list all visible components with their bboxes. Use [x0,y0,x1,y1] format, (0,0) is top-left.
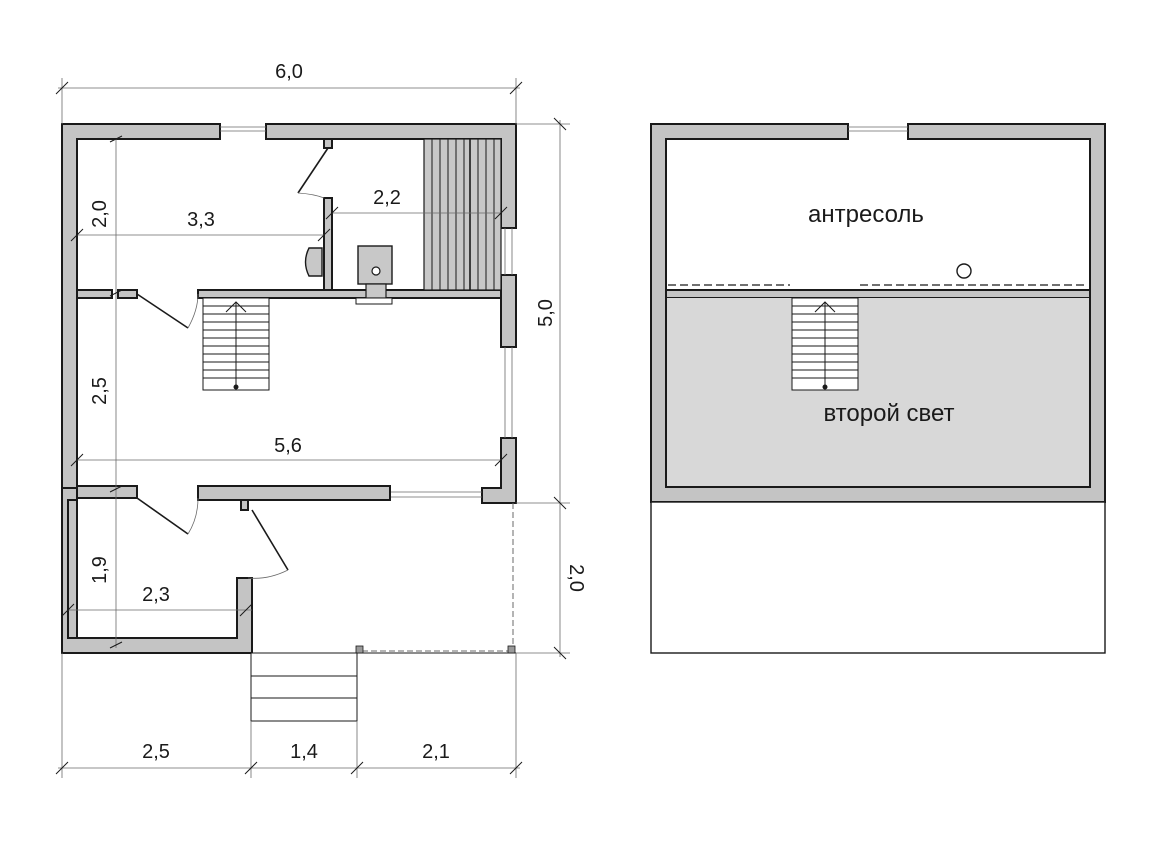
window-right-lower [504,347,513,438]
window-right-upper [504,228,513,275]
sauna-stove [355,245,393,305]
partition-sauna-vertical [323,197,333,291]
dim-porch-depth: 2,0 [565,564,587,592]
partition-upper-stub [117,289,138,299]
porch-roof-outline [650,501,1106,654]
dim-hall-height: 2,5 [89,377,111,405]
dim-sauna-width: 2,2 [373,187,401,209]
room-label-mezzanine: антресоль [808,201,924,228]
dim-room-top-width: 3,3 [187,209,215,231]
dim-small-room-height: 1,9 [89,556,111,584]
water-tank [304,247,323,277]
entrance-steps [250,652,358,722]
mezzanine-floor-edge [665,289,1091,299]
partition-sauna-door-post [323,138,333,149]
dim-bottom-right: 2,1 [422,741,450,763]
chimney-icon [956,263,972,279]
dim-hall-width: 5,6 [274,435,302,457]
dim-overall-depth: 5,0 [535,299,557,327]
partition-hall-bottom-left [76,485,138,499]
exterior-wall-right-lower [481,437,517,504]
entrance-door [247,509,289,579]
partition-porch-post [240,499,249,511]
upper-window [848,126,908,132]
dim-bottom-left: 2,5 [142,741,170,763]
sauna-door [297,147,329,199]
dim-overall-width: 6,0 [275,61,303,83]
staircase-upper [791,297,859,391]
window-porch [390,491,482,498]
upper-floor-plan: антресоль второй свет [650,123,1106,654]
hall-door-upper [136,293,199,329]
double-height-area [667,298,1089,486]
partition-hall-top [197,289,502,299]
partition-hall-bottom-mid [197,485,391,501]
small-room-inner-wall [67,499,78,639]
dim-small-room-width: 2,3 [142,584,170,606]
exterior-wall-right-mid [500,274,517,348]
porch [252,503,516,654]
hall-door-lower [136,497,199,535]
dim-bottom-mid: 1,4 [290,741,318,763]
sauna-bench [423,138,502,291]
ground-floor-plan: 6,0 5,0 2,0 2,5 1,4 2,1 2,0 3,3 2,2 2,5 … [55,61,587,778]
dimension-lines [55,78,570,778]
window-top [220,126,266,132]
staircase-ground [202,297,270,391]
room-label-double-height: второй свет [823,400,954,427]
partition-upper [76,289,113,299]
dim-room-top-height: 2,0 [89,200,111,228]
